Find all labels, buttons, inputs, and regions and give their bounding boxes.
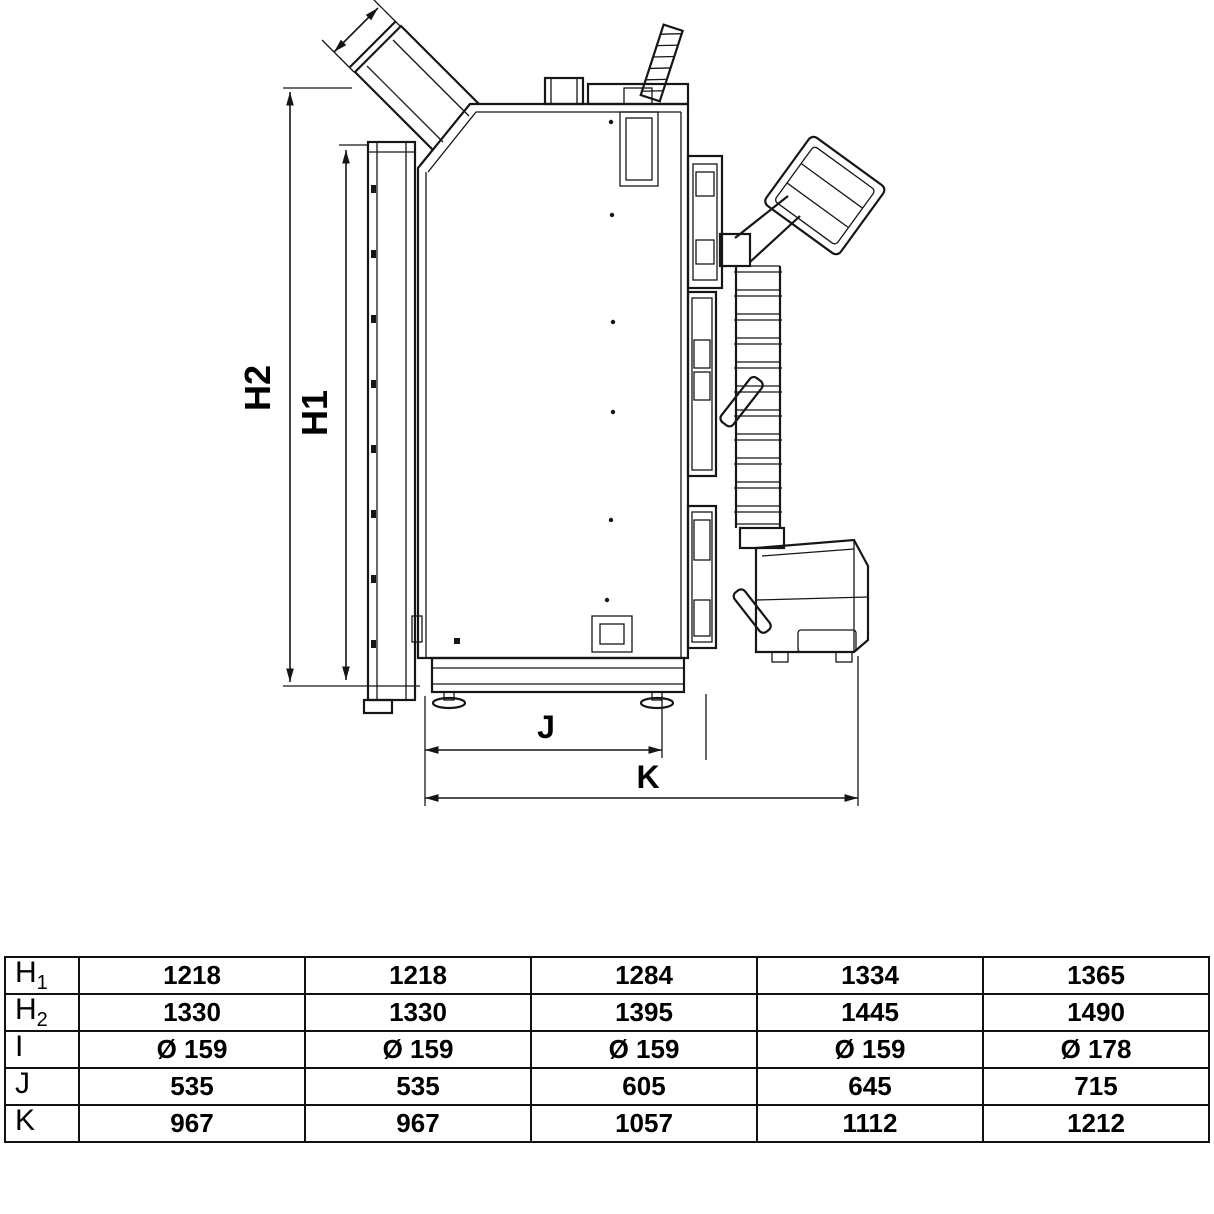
dimension-h2: H2 (237, 87, 420, 687)
dimension-value: 1057 (530, 1104, 758, 1143)
dimension-value: Ø 159 (78, 1030, 306, 1069)
h1-label: H1 (294, 390, 335, 436)
dimension-value: 535 (78, 1067, 306, 1106)
ash-drawer (797, 629, 857, 653)
burner-unit (754, 538, 870, 663)
hose-connector (738, 526, 786, 550)
dimensions-table-wrap: H1 1218 1218 1284 1334 1365 H2 1330 1330… (4, 956, 1210, 1143)
dimension-value: 967 (304, 1104, 532, 1143)
dimension-value: 1212 (982, 1104, 1210, 1143)
middle-door-handle (719, 375, 764, 428)
feeder-elbow (718, 195, 801, 268)
dimension-value: Ø 159 (530, 1030, 758, 1069)
table-row-h2: H2 1330 1330 1395 1445 1490 (4, 993, 1210, 1032)
boiler-side-view-drawing: H2 H1 J K (237, 0, 886, 806)
dimension-value: 1330 (304, 993, 532, 1032)
table-row-j: J 535 535 605 645 715 (4, 1067, 1210, 1106)
dimension-value: Ø 159 (304, 1030, 532, 1069)
boiler-body (411, 76, 690, 660)
row-label-j: J (4, 1067, 80, 1106)
dimension-h1: H1 (294, 144, 368, 680)
dimension-i (321, 0, 401, 73)
row-label-i: I (4, 1030, 80, 1069)
flue-pipe (349, 20, 480, 151)
panel-foot (362, 698, 394, 715)
upper-door (686, 154, 724, 290)
dimension-value: 1490 (982, 993, 1210, 1032)
lower-access-plate (591, 615, 633, 653)
table-row-i: I Ø 159 Ø 159 Ø 159 Ø 159 Ø 178 (4, 1030, 1210, 1069)
row-label-h2: H2 (4, 993, 80, 1032)
flue-collar (543, 76, 585, 106)
dimension-value: 715 (982, 1067, 1210, 1106)
table-row-h1: H1 1218 1218 1284 1334 1365 (4, 956, 1210, 995)
damper-lever (639, 23, 685, 103)
dimension-value: 1365 (982, 956, 1210, 995)
lower-door (686, 504, 718, 650)
dimension-value: Ø 178 (982, 1030, 1210, 1069)
dimensions-table: H1 1218 1218 1284 1334 1365 H2 1330 1330… (4, 956, 1210, 1143)
dimension-value: 645 (756, 1067, 984, 1106)
dimension-value: 1445 (756, 993, 984, 1032)
dimension-value: 1395 (530, 993, 758, 1032)
dimension-value: 1218 (78, 956, 306, 995)
feeder-motor (764, 135, 886, 256)
left-foot (443, 691, 455, 701)
corrugated-hose (734, 265, 786, 550)
dimension-value: 535 (304, 1067, 532, 1106)
rear-panel (362, 140, 417, 715)
h2-label: H2 (237, 365, 278, 411)
k-label: K (636, 759, 659, 795)
dimension-value: 1330 (78, 993, 306, 1032)
dimension-value: 1112 (756, 1104, 984, 1143)
dimension-value: 967 (78, 1104, 306, 1143)
dimension-j: J (424, 694, 707, 806)
dimension-value: 1334 (756, 956, 984, 995)
middle-door (686, 290, 718, 478)
j-label: J (537, 709, 555, 745)
table-row-k: K 967 967 1057 1112 1212 (4, 1104, 1210, 1143)
inspection-plate (619, 111, 659, 187)
dimension-value: Ø 159 (756, 1030, 984, 1069)
base-frame (430, 656, 686, 710)
dimension-value: 605 (530, 1067, 758, 1106)
burner-handle (732, 588, 772, 634)
dimension-k: K (425, 656, 859, 806)
row-label-h1: H1 (4, 956, 80, 995)
dimension-value: 1218 (304, 956, 532, 995)
row-label-k: K (4, 1104, 80, 1143)
dimension-value: 1284 (530, 956, 758, 995)
